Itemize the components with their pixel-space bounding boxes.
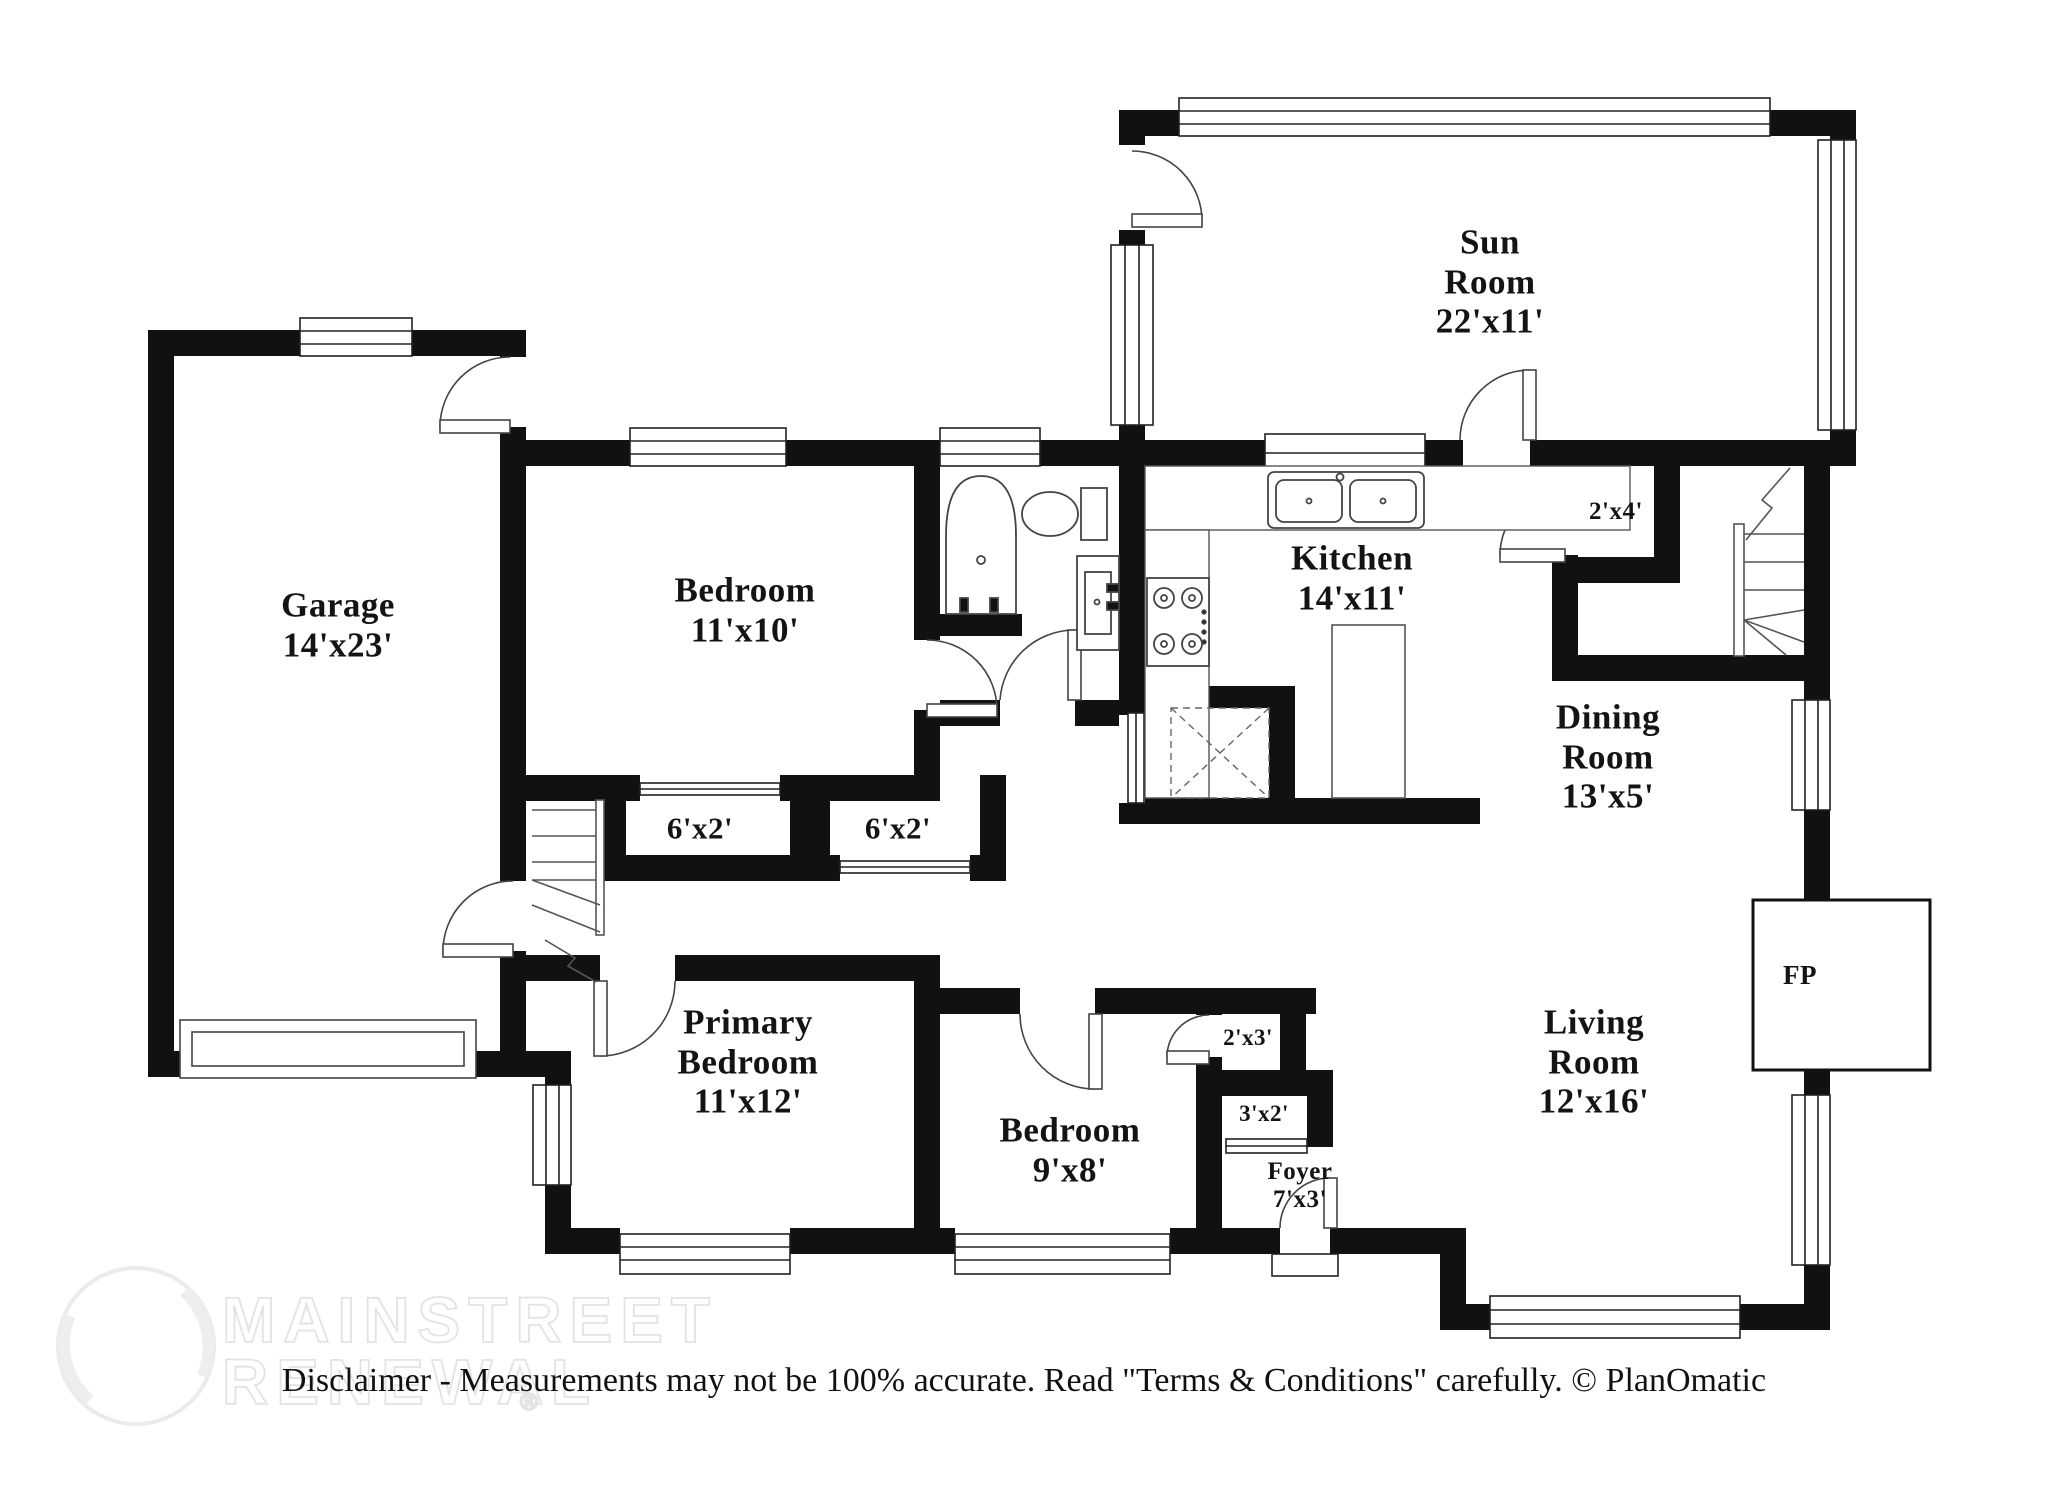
closet-label-3x2: 3'x2' [1239, 1101, 1289, 1127]
room-name: Dining [1555, 697, 1661, 737]
room-label-garage: Garage 14'x23' [281, 585, 395, 664]
main-staircase [1733, 467, 1805, 657]
room-label-kitchen: Kitchen 14'x11' [1291, 538, 1413, 617]
room-dims: 11'x10' [690, 610, 800, 649]
front-door-landing [1271, 1253, 1339, 1277]
room-dims: 9'x8' [1032, 1150, 1108, 1189]
room-label-living: Living Room 12'x16' [1539, 1003, 1649, 1122]
primary-door [593, 980, 676, 1057]
room-name: Primary [683, 1002, 813, 1042]
pantry-louver-door [1127, 712, 1145, 804]
sunroom-right-window [1817, 139, 1857, 431]
room-dims: 13'x5' [1561, 776, 1655, 816]
garage-window [299, 317, 413, 357]
sunroom-dining-door [1459, 369, 1537, 441]
closet2x3-door [1166, 1014, 1210, 1065]
sunroom-top-window [1178, 97, 1771, 137]
pantry-closet [1170, 707, 1270, 799]
room-label-dining: Dining Room 13'x5' [1556, 698, 1660, 817]
primary-left-window [532, 1084, 572, 1186]
closet-label-2x4: 2'x4' [1589, 497, 1643, 525]
primary-bottom-window [619, 1233, 791, 1275]
watermark-logo [56, 1266, 216, 1426]
room-dims: 14'x11' [1297, 578, 1407, 617]
room-name: Bedroom [999, 1110, 1141, 1150]
room-dims: 14'x23' [282, 625, 394, 664]
room-name: Living [1543, 1002, 1645, 1042]
stove-icon [1146, 577, 1210, 667]
closet-label-6x2-a: 6'x2' [666, 810, 734, 846]
bedroom1-door [926, 639, 998, 718]
sunroom-left-window [1110, 244, 1154, 426]
closet3x2-sliding-door [1225, 1138, 1308, 1154]
room-label-bedroom1: Bedroom 11'x10' [675, 570, 816, 649]
kitchen-sink-icon [1267, 471, 1425, 529]
room-name: Kitchen [1290, 538, 1414, 578]
sunroom-entry-door [1131, 150, 1203, 228]
room-name: Sun [1460, 222, 1520, 262]
living-right-window [1791, 1094, 1831, 1266]
kitchen-island [1331, 624, 1406, 799]
room-name: Room [1444, 262, 1536, 302]
watermark-line1: MAINSTREET [222, 1284, 718, 1356]
closet-label-2x3: 2'x3' [1223, 1025, 1273, 1051]
garage-top-door [439, 356, 511, 434]
dining-window [1791, 699, 1831, 811]
room-label-foyer: Foyer 7'x3' [1268, 1158, 1333, 1215]
closet2-sliding-door [839, 860, 971, 874]
disclaimer-text: Disclaimer - Measurements may not be 100… [281, 1362, 1767, 1399]
bedroom2-door [1019, 1013, 1103, 1090]
bedroom2-bottom-window [954, 1233, 1171, 1275]
bathtub-icon [945, 475, 1017, 615]
bathroom-window [939, 427, 1041, 467]
room-name: Bedroom [677, 1042, 819, 1082]
room-label-primary: Primary Bedroom 11'x12' [678, 1003, 819, 1122]
bedroom1-window [629, 427, 787, 467]
living-bottom-window [1489, 1295, 1741, 1339]
room-label-sunroom: Sun Room 22'x11' [1436, 223, 1545, 342]
closet-label-6x2-b: 6'x2' [864, 810, 932, 846]
room-dims: 22'x11' [1435, 301, 1545, 341]
room-name: Room [1562, 737, 1654, 777]
watermark-line2: RENEWAL [222, 1346, 598, 1418]
closet1-sliding-door [639, 782, 781, 796]
garage-hall-door [442, 880, 514, 958]
room-name: Bedroom [674, 570, 816, 610]
toilet-icon [1021, 487, 1108, 541]
bathroom-door [999, 629, 1082, 701]
fireplace [1751, 898, 1932, 1072]
vanity-sink-icon [1076, 555, 1120, 651]
front-door [1279, 1177, 1338, 1229]
garage-steps [531, 799, 605, 983]
garage-door [179, 1019, 477, 1079]
watermark-text: MAINSTREET RENEWAL ® [221, 1283, 718, 1419]
room-dims: 12'x16' [1538, 1081, 1650, 1121]
windows [299, 97, 1857, 1339]
room-name: Garage [281, 585, 395, 625]
room-dims: 11'x12' [693, 1081, 803, 1121]
watermark-registered: ® [520, 1389, 538, 1416]
fireplace-label: FP [1783, 959, 1817, 990]
room-name: Room [1548, 1042, 1640, 1082]
room-name: Foyer [1267, 1157, 1333, 1185]
room-dims: 7'x3' [1273, 1186, 1327, 1213]
room-label-bedroom2: Bedroom 9'x8' [1000, 1110, 1141, 1189]
